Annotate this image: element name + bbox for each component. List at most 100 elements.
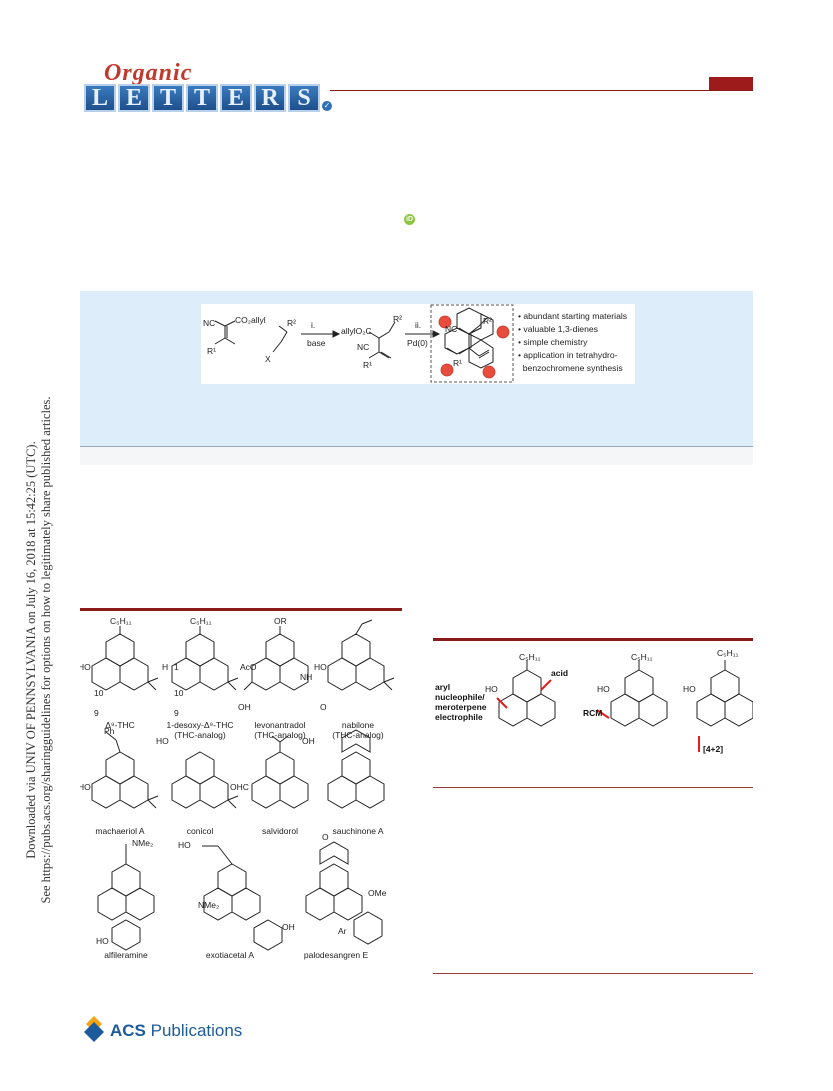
logo-letter: E (118, 84, 150, 112)
figure2-rule (433, 638, 753, 641)
step-ii-reagent: Pd(0) (407, 338, 428, 348)
figure1: C₅H₁₁ HO 10 9 C₅H₁₁ H 1 10 9 OR AcO NH O… (78, 614, 402, 964)
int-nc-label: NC (357, 342, 369, 352)
mol-left-label: OHC (230, 782, 249, 792)
download-notice: Downloaded via UNIV OF PENNSYLVANIA on J… (6, 330, 66, 970)
fig2-top-label: C₅H₁₁ (717, 648, 739, 658)
mol-top-label: HO (156, 736, 169, 746)
nme2-label: NMe₂ (198, 900, 219, 910)
mol-top-label: OR (274, 616, 287, 626)
rcm-label: RCM (583, 708, 602, 718)
mol-top-label: C₅H₁₁ (190, 616, 212, 626)
molecule-subname: (THC-analog) (174, 730, 226, 740)
abstract-rule (80, 446, 753, 447)
mol-left-label: HO (80, 782, 91, 792)
journal-logo-script: Organic (104, 60, 193, 86)
figure2-rule-mid (433, 787, 753, 788)
fig2-ho-label: HO (683, 684, 696, 694)
mol-top-label: Ph (104, 726, 115, 736)
locant-label: 1 (174, 662, 179, 672)
molecule-name: palodesangren E (304, 950, 369, 960)
abstract-footer-band (80, 447, 753, 465)
prod-r1-label: R¹ (453, 358, 462, 368)
toc-scheme: NC CO₂allyl R¹ R² X i. base allylO₂C R² … (203, 304, 514, 383)
locant-label: 10 (94, 688, 104, 698)
toc-bullet: benzochromene synthesis (518, 363, 623, 373)
oh-label: OH (238, 702, 251, 712)
figure1-structures: C₅H₁₁ HO 10 9 C₅H₁₁ H 1 10 9 OR AcO NH O… (78, 616, 395, 960)
header-rule (330, 90, 753, 91)
molecule-name: salvidorol (262, 826, 298, 836)
publisher-logo[interactable]: ACS Publications (110, 1021, 242, 1041)
logo-letter: S (288, 84, 320, 112)
mol-left-label: HO (96, 936, 109, 946)
mol-left-label: HO (80, 662, 91, 672)
molecule-name: exotiacetal A (206, 950, 255, 960)
sm-r1-label: R¹ (207, 346, 216, 356)
mol-top-label: OH (302, 736, 315, 746)
mol-top-label: O (322, 832, 329, 842)
fig2-ho-label: HO (485, 684, 498, 694)
reagent-x-label: X (265, 354, 271, 364)
logo-letter: R (254, 84, 286, 112)
sm-nc-label: NC (203, 318, 215, 328)
mol-left-label: HO (314, 662, 327, 672)
toc-bullet: • abundant starting materials (518, 311, 628, 321)
figure1-rule (80, 608, 402, 611)
molecule-name: sauchinone A (332, 826, 383, 836)
logo-letter: E (220, 84, 252, 112)
fig2-top-label: C₅H₁₁ (631, 652, 653, 662)
logo-letter: T (186, 84, 218, 112)
int-r1-label: R¹ (363, 360, 372, 370)
mol-left-label: OH (282, 922, 295, 932)
fig2-ho-label: HO (597, 684, 610, 694)
acs-logo-mark (84, 1016, 104, 1042)
molecule-name: Δ⁹-THC (105, 720, 135, 730)
molecule-name: levonantradol (254, 720, 305, 730)
sm-co2allyl-label: CO₂allyl (235, 315, 266, 325)
toc-bullet: • simple chemistry (518, 337, 588, 347)
mol-top-label: NMe₂ (132, 838, 153, 848)
download-notice-line2[interactable]: See https://pubs.acs.org/sharingguidelin… (39, 396, 53, 904)
molecule-subname: (THC-analog) (332, 730, 384, 740)
locant-label: 9 (174, 708, 179, 718)
reagent-r2-label: R² (287, 318, 296, 328)
toc-graphic: NC CO₂allyl R¹ R² X i. base allylO₂C R² … (201, 304, 635, 384)
locant-label: 10 (174, 688, 184, 698)
molecule-name: alfileramine (104, 950, 148, 960)
locant-label: 9 (94, 708, 99, 718)
mol-top-label: C₅H₁₁ (110, 616, 132, 626)
publisher-suffix: Publications (150, 1021, 243, 1040)
int-r2-label: R² (393, 314, 402, 324)
molecule-name: machaeriol A (95, 826, 144, 836)
acs-logo-icon (82, 1014, 106, 1049)
mol-left-label: Ar (338, 926, 347, 936)
toc-bullet: • application in tetrahydro- (518, 350, 618, 360)
molecule-name: nabilone (342, 720, 374, 730)
prod-nc-label: NC (445, 324, 457, 334)
step-i-label: i. (311, 320, 315, 330)
mol-top-label: HO (178, 840, 191, 850)
figure2-rule-bottom (433, 973, 753, 974)
prod-r2-label: R² (483, 316, 492, 326)
molecule-name: 1-desoxy-Δ⁹-THC (167, 720, 234, 730)
fig2-top-label: C₅H₁₁ (519, 652, 541, 662)
step-i-reagent: base (307, 338, 326, 348)
ome-label: OMe (368, 888, 387, 898)
molecule-subname: (THC-analog) (254, 730, 306, 740)
download-notice-line1: Downloaded via UNIV OF PENNSYLVANIA on J… (24, 441, 38, 859)
disconnection-label-line: aryl nucleophile/ meroterpene electrophi… (435, 682, 489, 722)
toc-bullets: • abundant starting materials • valuable… (518, 310, 627, 375)
toc-bullet: • valuable 1,3-dienes (518, 324, 598, 334)
logo-letter: L (84, 84, 116, 112)
figure2-disconnections: C₅H₁₁ HO C₅H₁₁ HO C₅H₁₁ HO aryl nucleoph… (435, 648, 754, 754)
header-tab (709, 77, 753, 90)
mol-left-label: H (162, 662, 168, 672)
molecule-name: conicol (187, 826, 214, 836)
journal-logo[interactable]: L E T T E R S (84, 84, 320, 112)
int-allylo2c-label: allylO₂C (341, 326, 372, 336)
logo-letter: T (152, 84, 184, 112)
diels-alder-label: [4+2] (703, 744, 723, 754)
publisher-name: ACS (110, 1021, 146, 1040)
orcid-icon[interactable]: iD (404, 214, 415, 225)
